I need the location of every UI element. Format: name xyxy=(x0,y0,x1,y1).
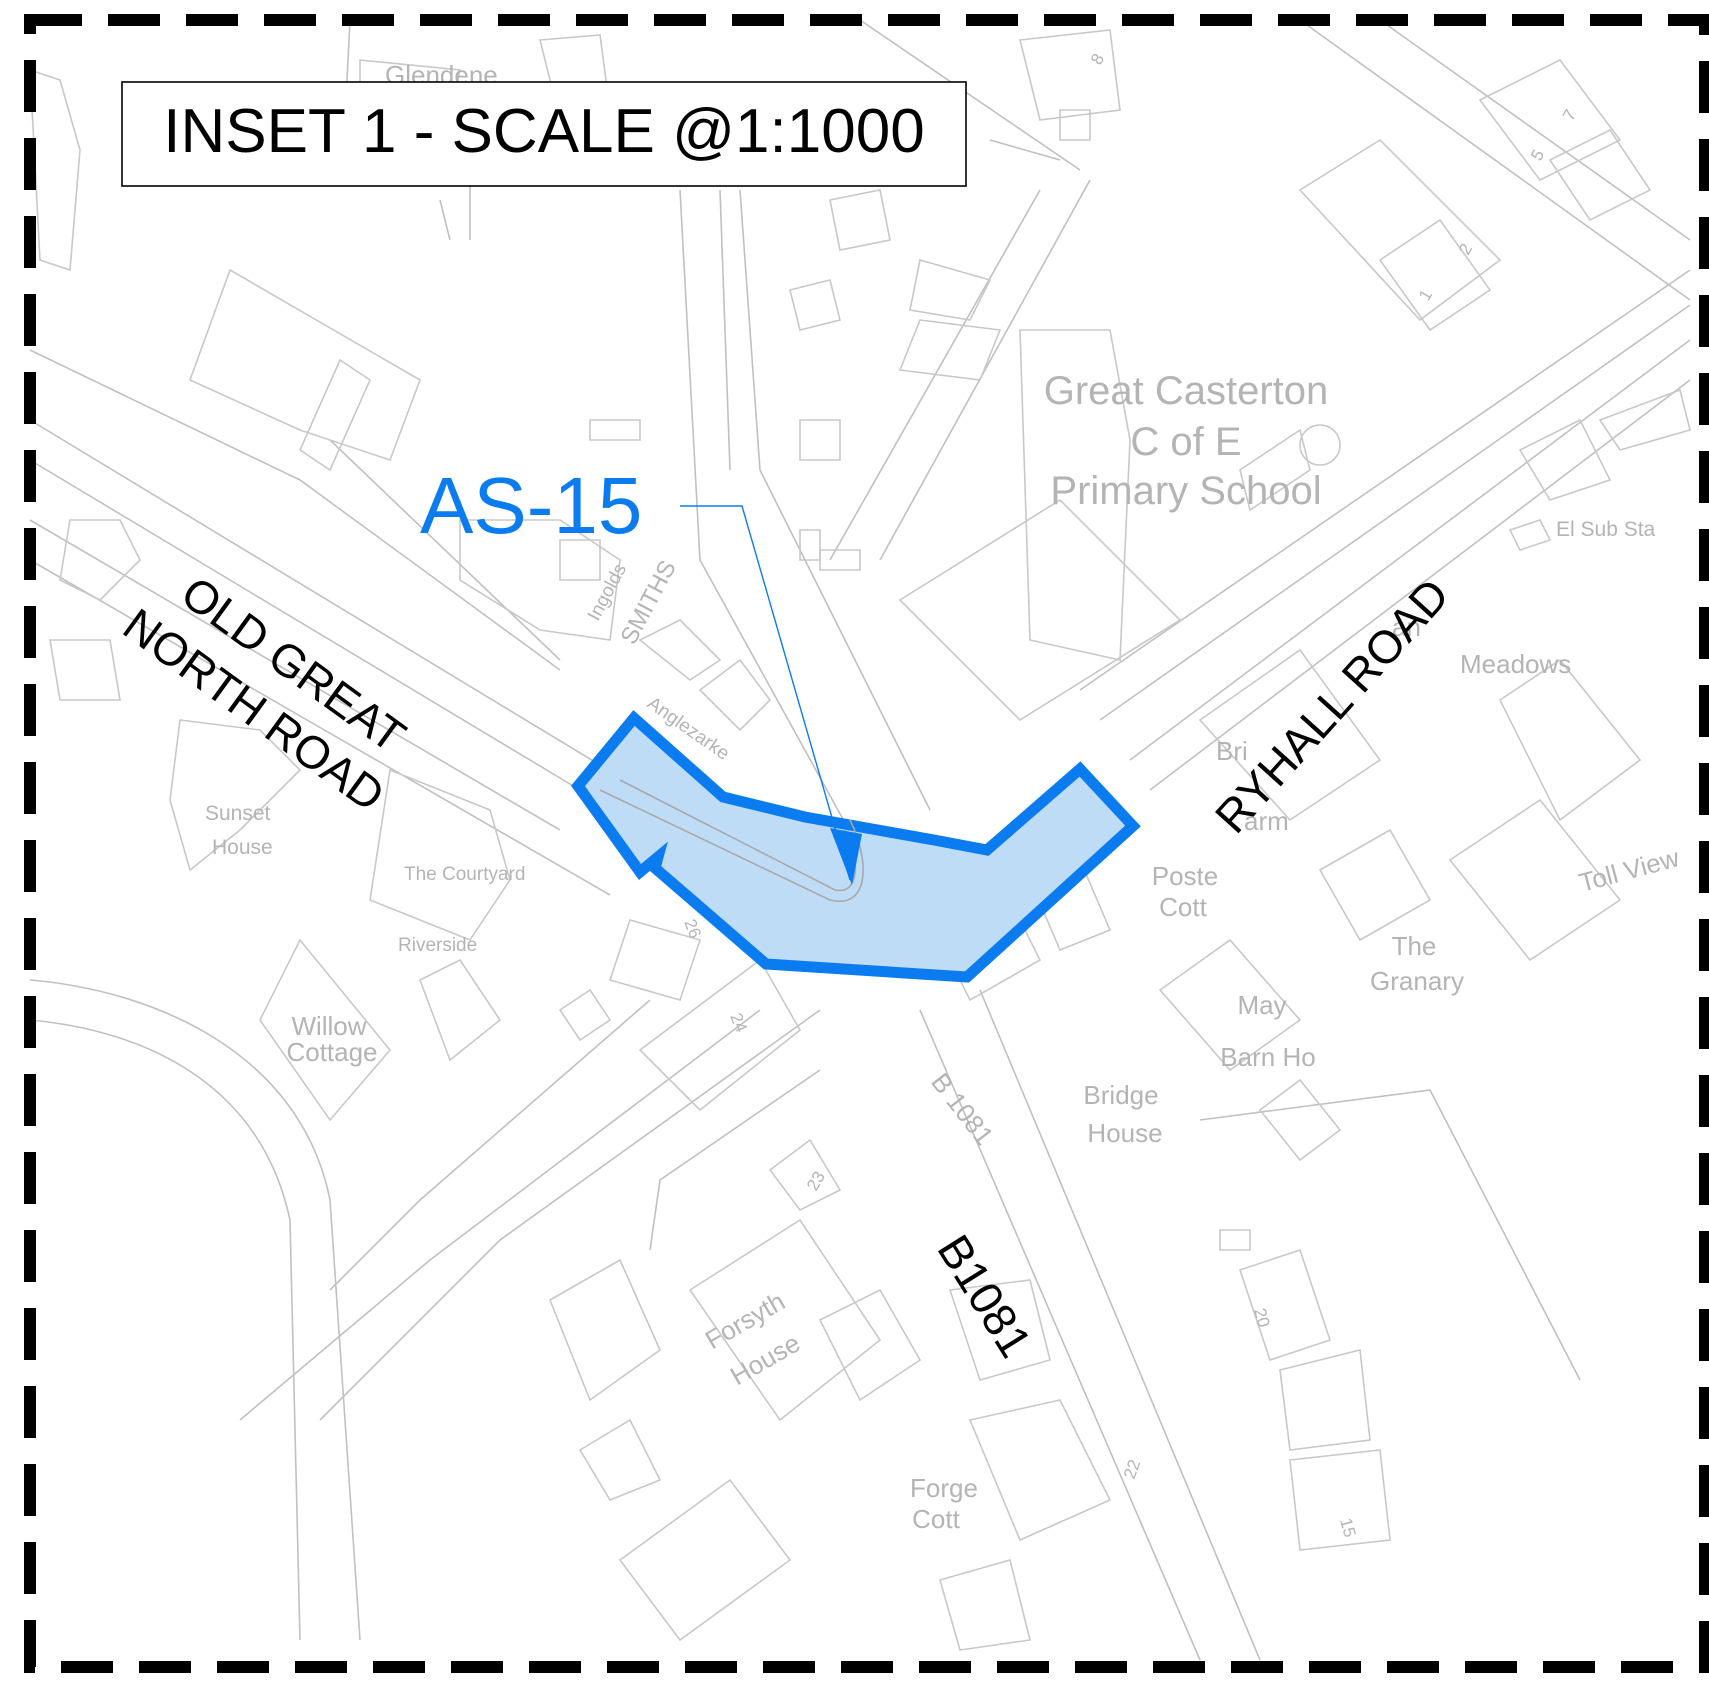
label-bridge: Bridge xyxy=(1083,1080,1158,1110)
site-leader-arrowhead xyxy=(830,828,862,885)
site-leader-line xyxy=(680,505,851,881)
label-forge-cott: Cott xyxy=(912,1504,960,1534)
number-23: 23 xyxy=(803,1168,829,1194)
number-15: 15 xyxy=(1336,1516,1359,1539)
inset-dashed-border xyxy=(24,14,1709,1673)
label-courtyard: The Courtyard xyxy=(404,864,525,885)
number-22: 22 xyxy=(1120,1457,1144,1481)
label-school-line3: Primary School xyxy=(1050,469,1321,513)
number-1: 1 xyxy=(1415,286,1436,304)
label-el-sub-sta: El Sub Sta xyxy=(1556,518,1656,541)
number-5: 5 xyxy=(1527,146,1548,164)
number-20: 20 xyxy=(1250,1306,1273,1329)
road-b1081: B1081 xyxy=(928,1226,1043,1366)
label-the: The xyxy=(1392,931,1437,961)
label-sunset-house: House xyxy=(212,836,273,859)
label-sunset: Sunset xyxy=(205,802,271,825)
number-26: 26 xyxy=(680,916,705,941)
label-granary: Granary xyxy=(1370,966,1464,996)
road-ryhall: RYHALL ROAD xyxy=(1205,569,1459,843)
label-meadows: Meadows xyxy=(1460,649,1571,679)
label-an: an xyxy=(1392,612,1421,642)
label-barn-ho: Barn Ho xyxy=(1220,1042,1315,1072)
number-24: 24 xyxy=(726,1010,751,1035)
label-school-line1: Great Casterton xyxy=(1044,369,1329,413)
inset-title-frame xyxy=(121,81,967,187)
label-bri: Bri xyxy=(1216,736,1248,766)
label-poste-cott: Cott xyxy=(1159,892,1207,922)
site-callout: AS-15 xyxy=(420,461,862,885)
label-riverside: Riverside xyxy=(398,935,477,956)
inset-title-box: INSET 1 - SCALE @1:1000 xyxy=(121,81,967,187)
label-cottage: Cottage xyxy=(286,1037,377,1067)
inset-title-text: INSET 1 - SCALE @1:1000 xyxy=(163,97,924,166)
label-b1081-small: B 1081 xyxy=(925,1067,999,1150)
number-8: 8 xyxy=(1087,50,1108,68)
label-ingolds: Ingolds xyxy=(584,560,631,624)
label-school-line2: C of E xyxy=(1130,420,1241,464)
label-toll-view: Toll View xyxy=(1576,842,1683,897)
number-2: 2 xyxy=(1455,240,1476,258)
label-may: May xyxy=(1237,990,1286,1020)
house-numbers: 8 7 5 2 1 26 24 23 22 20 15 xyxy=(680,50,1580,1539)
label-forge: Forge xyxy=(910,1473,978,1503)
label-poste: Poste xyxy=(1152,861,1219,891)
label-bridge-house: House xyxy=(1087,1118,1162,1148)
label-willow: Willow xyxy=(291,1011,366,1041)
property-labels: Glendene Great Casterton C of E Primary … xyxy=(205,60,1682,1534)
number-7: 7 xyxy=(1559,106,1580,124)
label-arm: arm xyxy=(1244,806,1289,836)
site-ref-label: AS-15 xyxy=(420,461,642,550)
